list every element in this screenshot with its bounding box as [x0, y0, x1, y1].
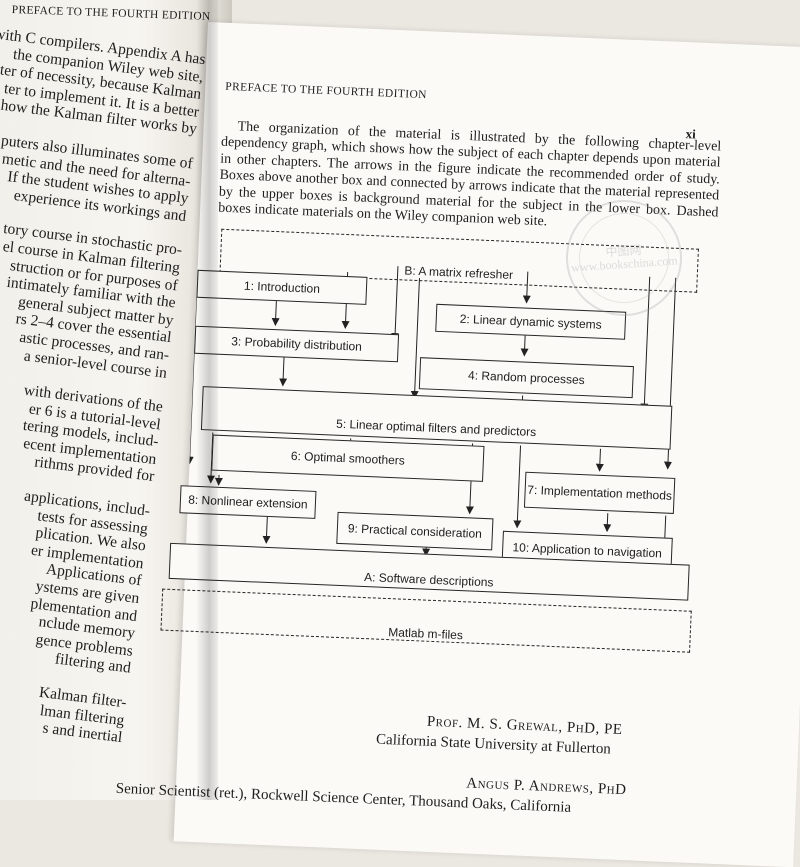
watermark-text: 中图网 www.bookschina.com — [570, 241, 678, 274]
arrow-7-to-10 — [607, 513, 608, 531]
node-random-processes-label: 4: Random processes — [468, 368, 585, 387]
running-head: PREFACE TO THE FOURTH EDITION — [225, 81, 427, 101]
arrow-5-to-10 — [517, 445, 520, 527]
right-page: PREFACE TO THE FOURTH EDITION xi The org… — [174, 22, 800, 867]
arrow-8-to-a — [266, 517, 267, 543]
node-optimal-smoothers-label: 6: Optimal smoothers — [291, 449, 406, 468]
arrow-5-to-7 — [600, 449, 601, 471]
node-linear-dynamic-systems-label: 2: Linear dynamic systems — [459, 312, 602, 332]
node-software-descriptions-label: A: Software descriptions — [364, 570, 494, 589]
node-practical-consideration: 9: Practical consideration — [336, 512, 493, 551]
node-implementation-methods-label: 7: Implementation methods — [527, 483, 672, 503]
node-practical-consideration-label: 9: Practical consideration — [348, 521, 483, 541]
node-probability-distribution-label: 3: Probability distribution — [231, 334, 362, 353]
node-matlab-files-label: Matlab m-files — [384, 625, 467, 642]
node-implementation-methods: 7: Implementation methods — [524, 472, 675, 514]
left-running-head: PREFACE TO THE FOURTH EDITION — [12, 4, 211, 23]
book-gutter-shadow — [196, 0, 218, 800]
node-linear-optimal-filters-label: 5: Linear optimal filters and predictors — [336, 417, 537, 439]
arrow-3-to-5 — [283, 357, 284, 385]
arrow-1-to-3 — [275, 297, 276, 325]
node-matrix-refresher-label: B: A matrix refresher — [400, 263, 517, 282]
node-introduction-label: 1: Introduction — [244, 279, 321, 296]
